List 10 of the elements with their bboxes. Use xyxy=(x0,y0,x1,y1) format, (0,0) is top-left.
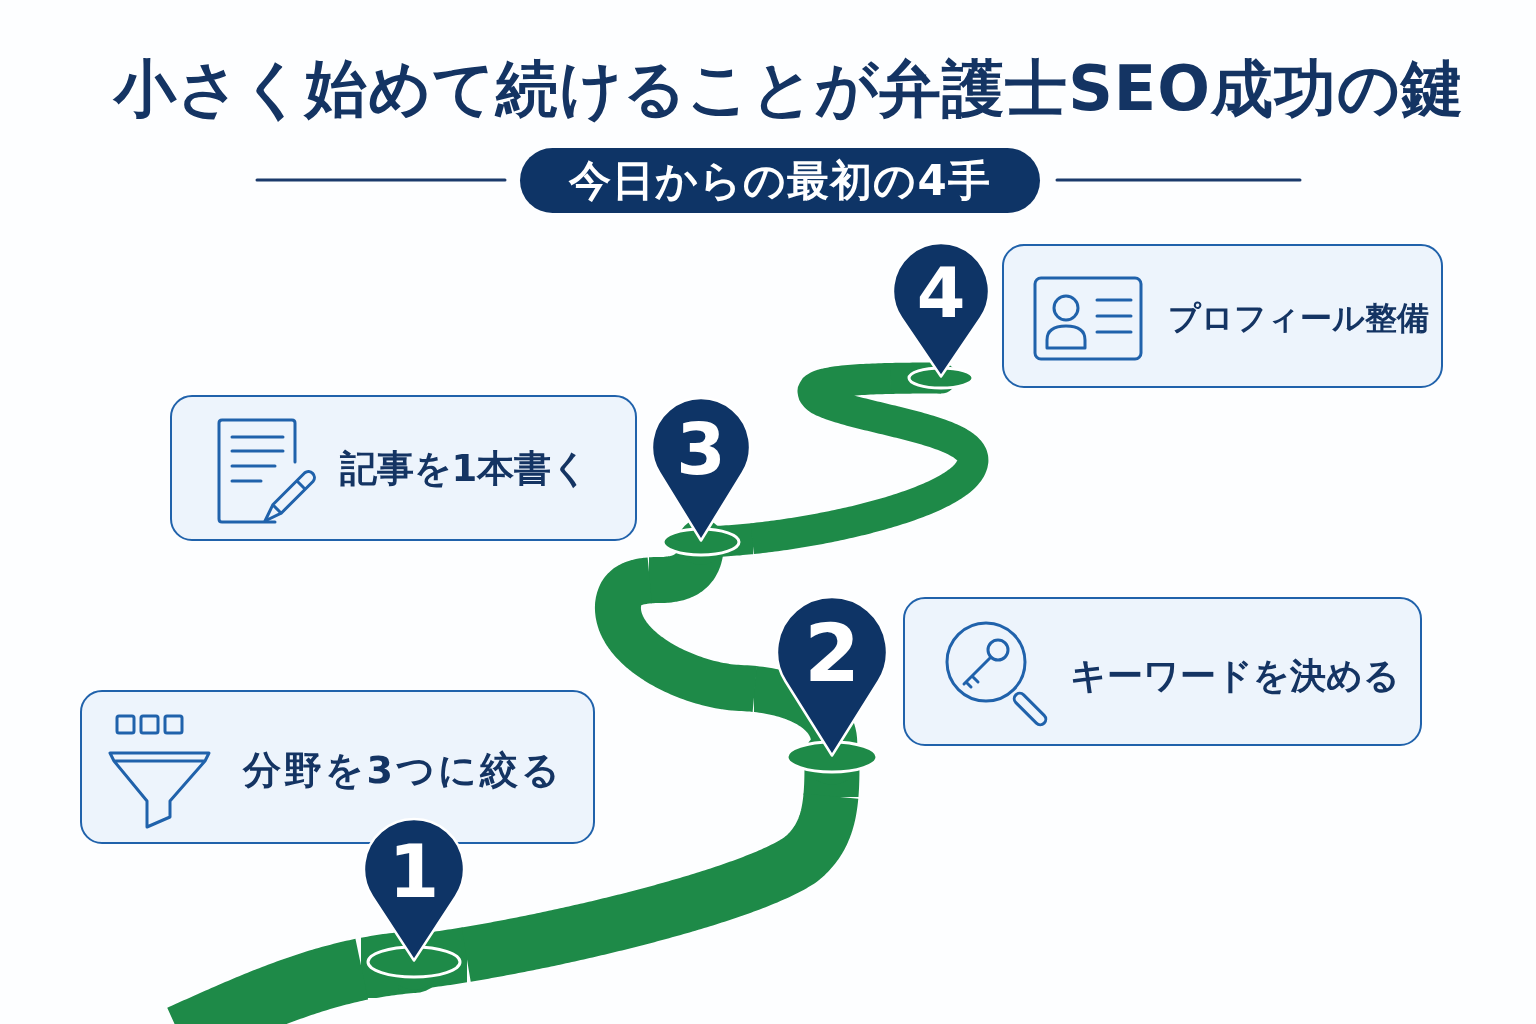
step-text: 分野を3つに絞る xyxy=(242,748,563,794)
step-card xyxy=(903,597,1422,746)
step-card xyxy=(170,395,637,541)
step-text: キーワードを決める xyxy=(1069,654,1400,698)
step-card xyxy=(80,690,595,844)
title: 小さく始めて続けることが弁護士SEO成功の鍵 xyxy=(114,52,1464,127)
step-card xyxy=(1002,244,1443,388)
subtitle-pill: 今日からの最初の4手 xyxy=(520,148,1040,213)
step-text: 記事を1本書く xyxy=(339,446,590,492)
step-text: プロフィール整備 xyxy=(1167,298,1429,338)
